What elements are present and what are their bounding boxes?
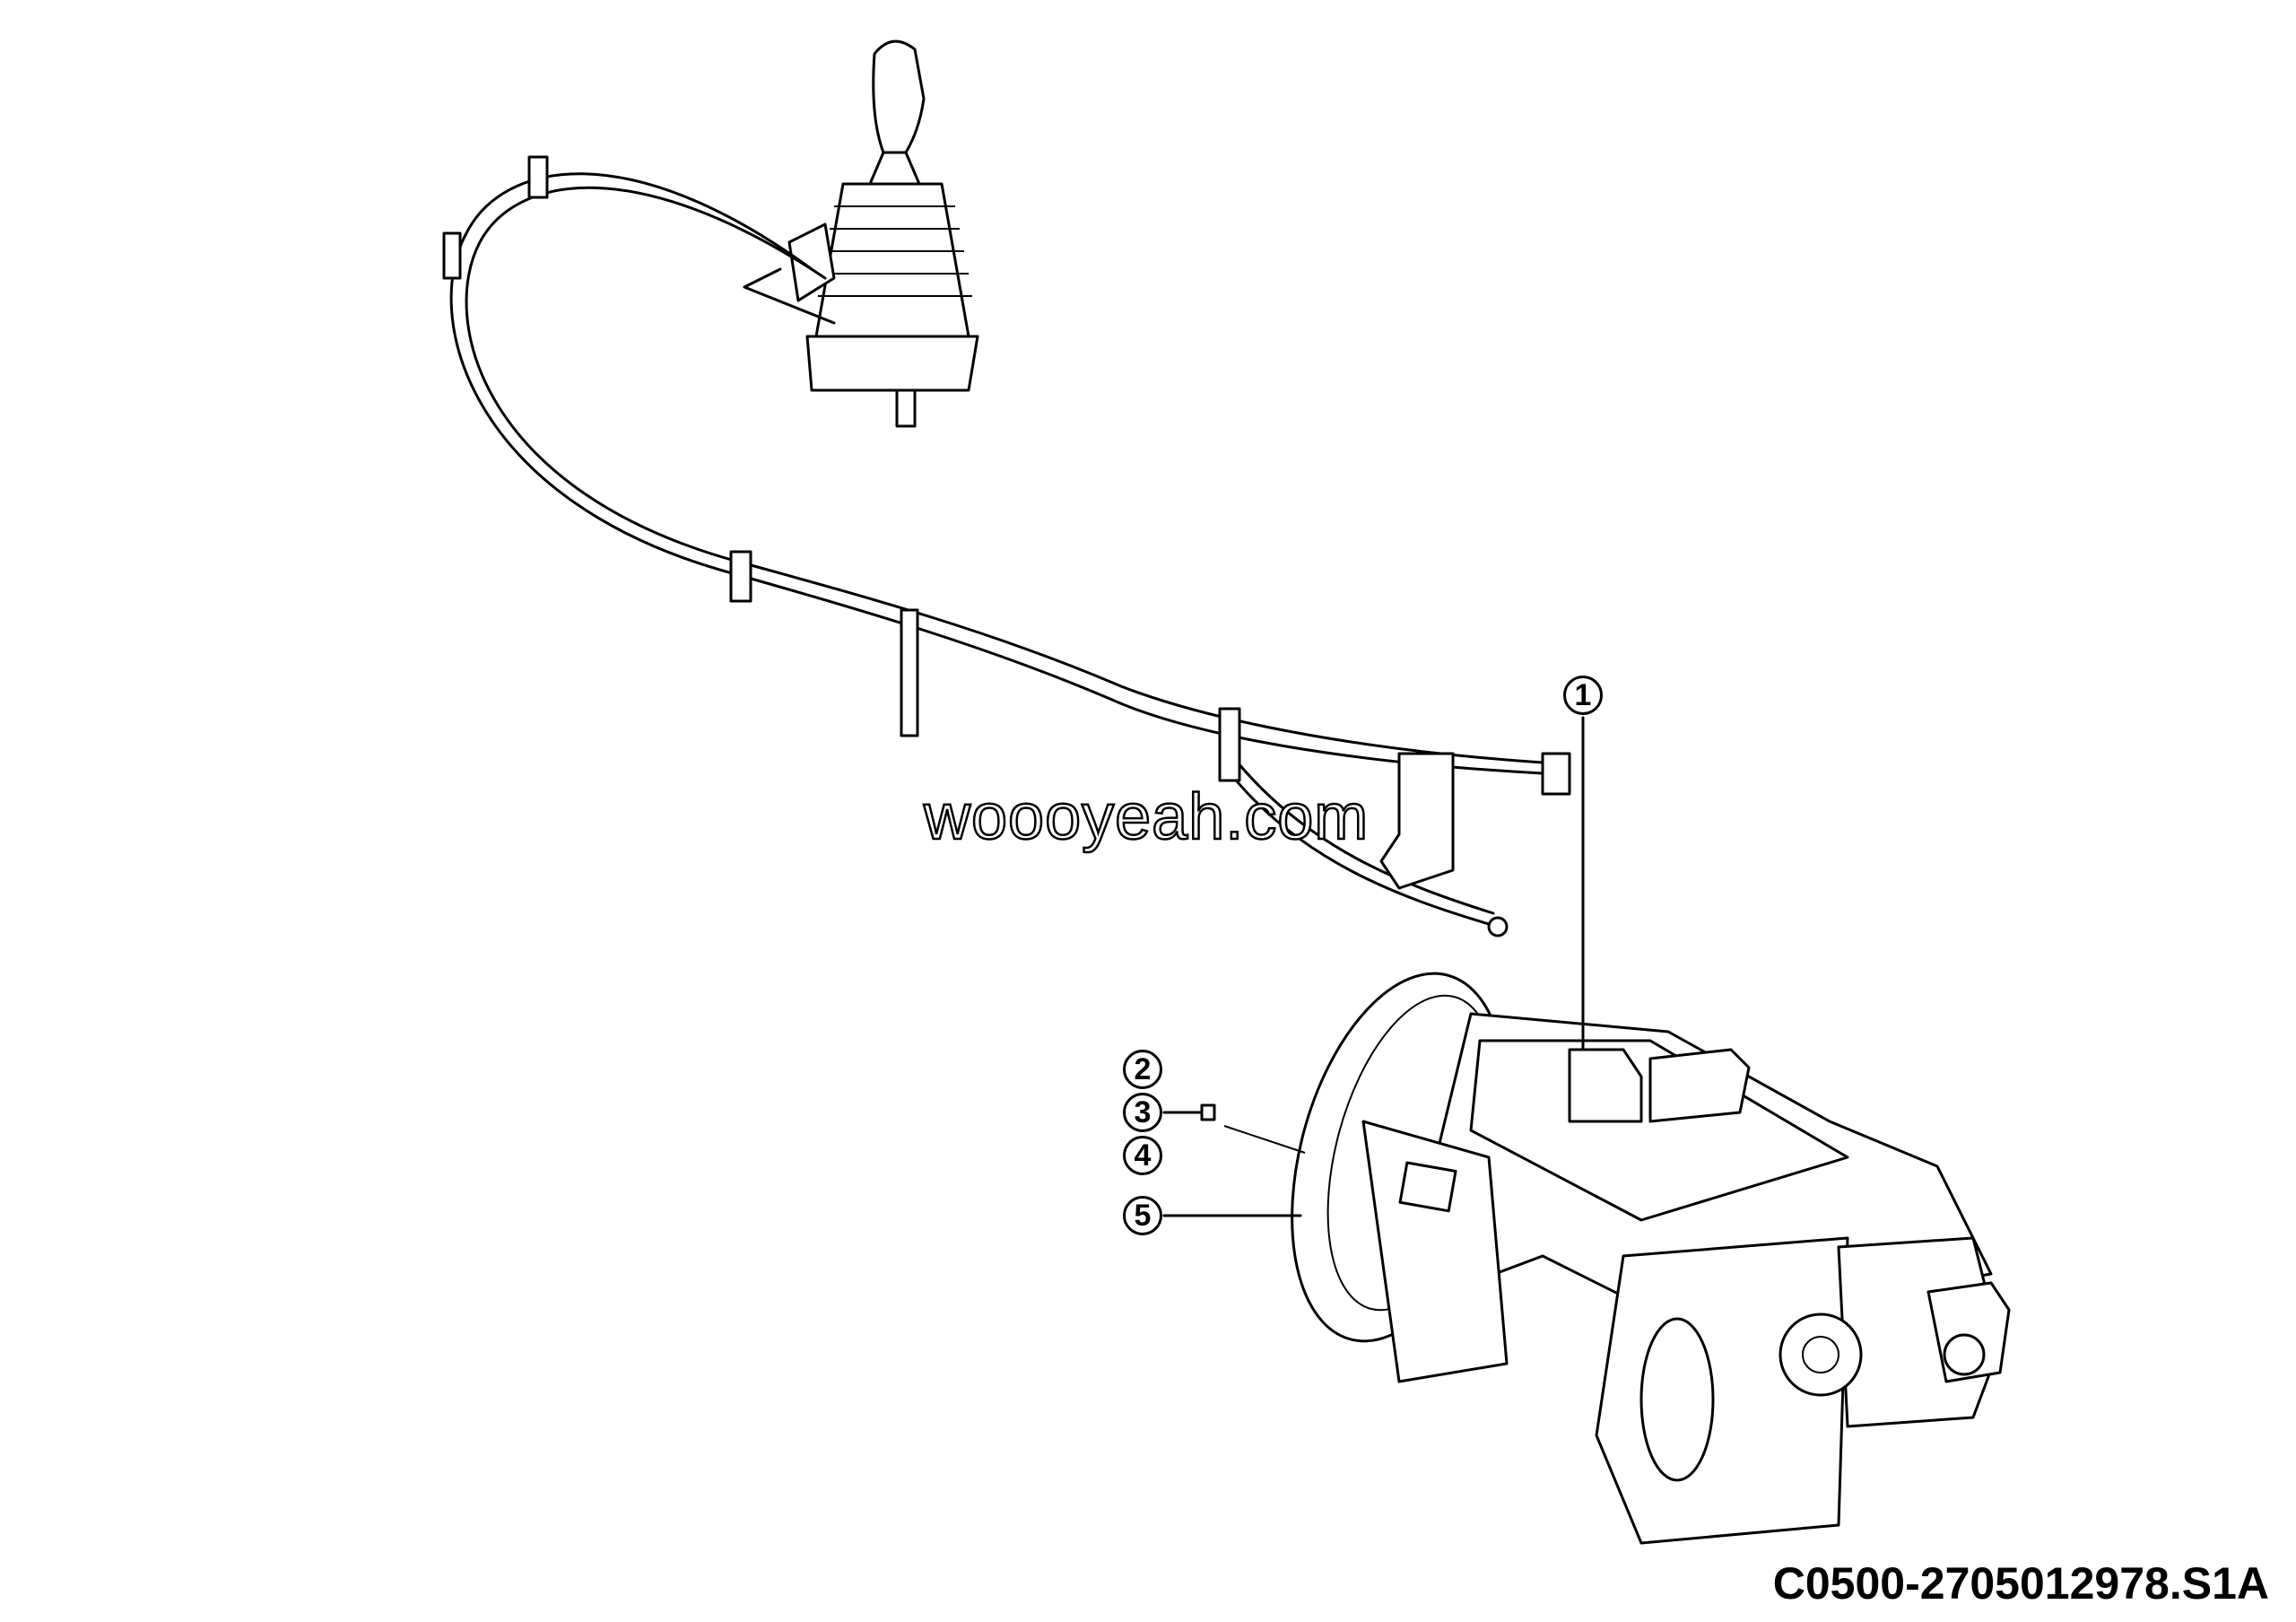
- drawing-code: C0500-2705012978.S1A: [1772, 1558, 2269, 1609]
- callout-2: 2: [1123, 1050, 1162, 1089]
- leader-lines: [1162, 716, 1585, 1217]
- cable-clamps: [442, 155, 1571, 937]
- callout-1: 1: [1563, 676, 1603, 715]
- callout-4: 4: [1123, 1136, 1162, 1175]
- callout-3: 3: [1123, 1093, 1162, 1132]
- transmission: [1291, 972, 2011, 1545]
- callout-5: 5: [1123, 1196, 1162, 1235]
- watermark: woooyeah.com: [923, 780, 1370, 855]
- gear-shift-lever: [743, 39, 979, 428]
